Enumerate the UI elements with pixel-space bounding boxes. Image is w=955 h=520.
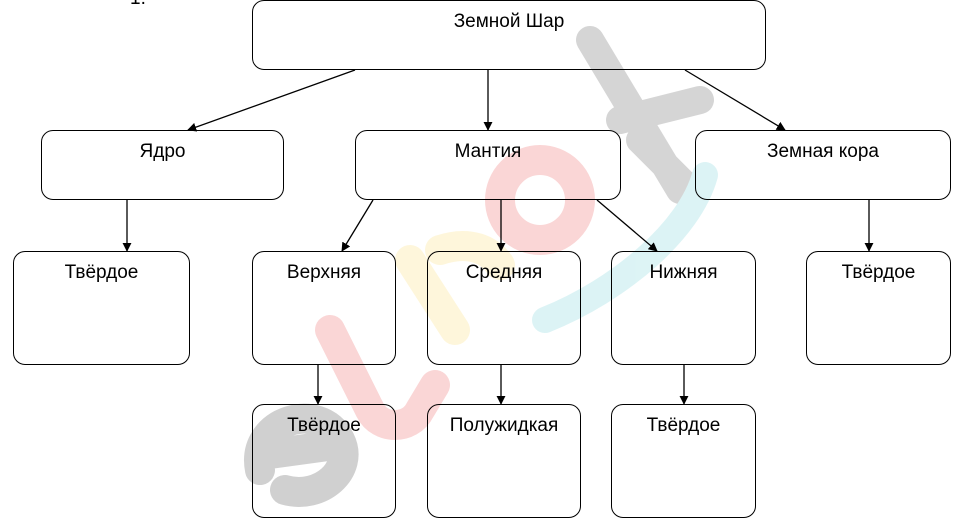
node-core: Ядро bbox=[41, 130, 284, 200]
node-mantle: Мантия bbox=[355, 130, 621, 200]
node-lower-mantle: Нижняя bbox=[611, 251, 756, 365]
edge-root-core bbox=[187, 69, 356, 132]
stray-marker: 1. bbox=[130, 0, 146, 10]
edge-mantle-upper bbox=[341, 199, 374, 252]
node-upper-state: Твёрдое bbox=[252, 404, 396, 518]
node-core-state: Твёрдое bbox=[13, 251, 190, 365]
node-crust: Земная кора bbox=[695, 130, 951, 200]
node-middle-state: Полужидкая bbox=[427, 404, 581, 518]
edge-mantle-lower bbox=[596, 199, 658, 252]
node-lower-state: Твёрдое bbox=[611, 404, 756, 518]
edge-root-crust bbox=[684, 69, 786, 131]
node-middle-mantle: Средняя bbox=[427, 251, 581, 365]
node-upper-mantle: Верхняя bbox=[252, 251, 396, 365]
node-crust-state: Твёрдое bbox=[806, 251, 951, 365]
node-earth: Земной Шар bbox=[252, 0, 766, 70]
